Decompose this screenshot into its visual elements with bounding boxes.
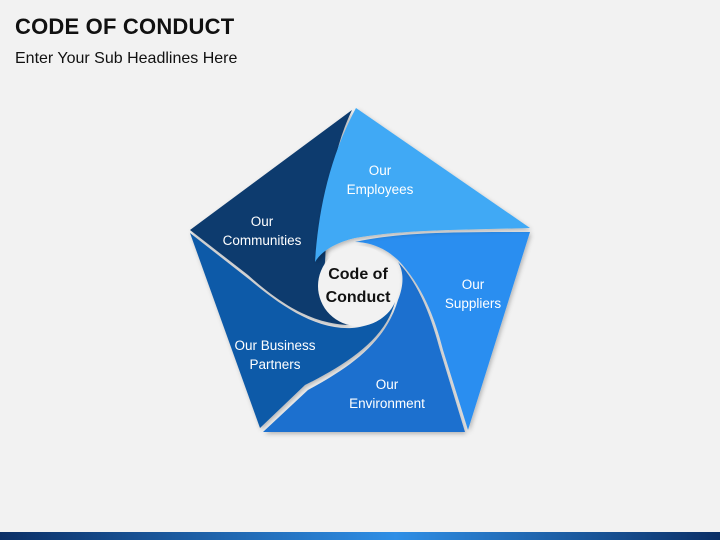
business-partners-label-line2: Partners xyxy=(249,357,300,372)
environment-label-line2: Environment xyxy=(349,396,425,411)
suppliers-label-line2: Suppliers xyxy=(445,296,502,311)
segment-environment xyxy=(263,262,465,432)
segment-communities xyxy=(190,110,352,325)
business-partners-label-line1: Our Business xyxy=(234,338,315,353)
center-label-line2: Conduct xyxy=(326,289,392,306)
center-label-line1: Code of xyxy=(328,266,388,283)
communities-label-line1: Our xyxy=(251,214,274,229)
suppliers-label-line1: Our xyxy=(462,277,485,292)
segment-employees xyxy=(315,108,530,262)
employees-label-line1: Our xyxy=(369,163,392,178)
environment-label-line1: Our xyxy=(376,377,399,392)
slide-title: CODE OF CONDUCT xyxy=(15,14,235,39)
segment-suppliers xyxy=(355,232,530,430)
footer-gradient-bar xyxy=(0,532,720,540)
communities-label-line2: Communities xyxy=(223,233,302,248)
employees-label-line2: Employees xyxy=(347,182,414,197)
segment-business-partners xyxy=(190,233,395,428)
slide-subtitle: Enter Your Sub Headlines Here xyxy=(15,50,238,67)
center-circle xyxy=(318,246,398,326)
